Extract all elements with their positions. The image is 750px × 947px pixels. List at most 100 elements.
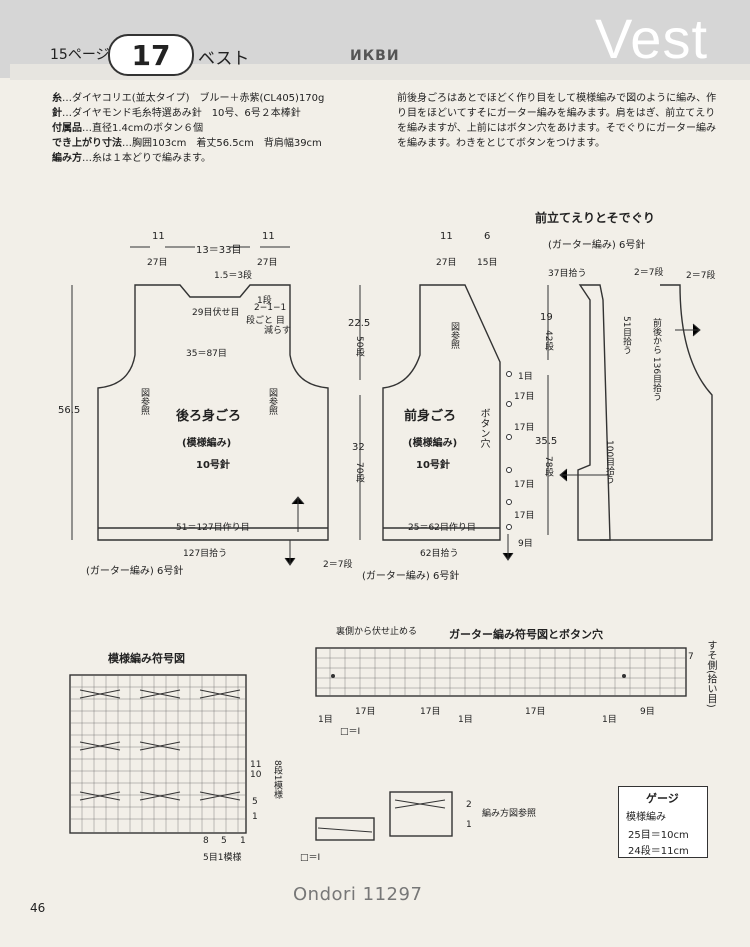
rows-8-note: 8段1模様 (272, 760, 282, 799)
bh-1: 1目 (518, 372, 533, 382)
back-ref-left: 図参照 (139, 388, 149, 415)
cross-row-1: 1 (466, 820, 472, 830)
instructions-text: 前後身ごろはあとでほどく作り目をして模様編みで図のように編み、作り目をほどいてす… (397, 93, 717, 149)
garter-count-3: 17目 (420, 707, 441, 717)
front-body-h: 32 (352, 442, 365, 453)
back-title: 後ろ身ごろ (176, 409, 242, 424)
front-placket-rows: 78段 (543, 456, 553, 477)
front-bottom-cast: 25＝62目作り目 (408, 523, 476, 533)
back-bottom-cast: 51＝127目作り目 (176, 523, 250, 533)
back-neck-dec: 1段 (257, 296, 272, 306)
hem-rows: 7 (688, 652, 694, 662)
row-num-11: 11 (250, 760, 262, 770)
band-outline (577, 284, 611, 541)
garter-count-6: 1目 (602, 715, 617, 725)
back-top-mid: 13＝33目 (196, 245, 242, 256)
garter-chart-grid (315, 647, 687, 697)
pattern-number-badge: 17 (108, 34, 194, 76)
sts-5-note: 5目1模様 (203, 853, 242, 863)
back-neck-dec3: 段ごと 目 (246, 316, 285, 326)
materials-list: 糸…ダイヤコリエ(並太タイプ) ブルー＋赤紫(CL405)170g 針…ダイヤモ… (52, 91, 382, 166)
band-pick-51: 51目拾う (621, 316, 631, 355)
back-needle: 10号針 (196, 460, 230, 471)
band-pick-37: 37目拾う (548, 269, 587, 279)
col-num-1: 1 (240, 836, 246, 846)
garter-chart-title: ガーター編み符号図とボタン穴 (449, 628, 603, 641)
spec-needle: 針…ダイヤモンド毛糸特選あみ針 10号、6号２本棒針 (52, 108, 301, 119)
gauge-line2: 24段＝11cm (628, 846, 689, 857)
back-neck-dec2: 2−1−1 (254, 303, 287, 313)
spec-yarn: 糸…ダイヤコリエ(並太タイプ) ブルー＋赤紫(CL405)170g (52, 93, 325, 104)
front-armhole-h: 22.5 (348, 318, 371, 329)
front-top-left-sts: 27目 (436, 258, 457, 268)
header-band (10, 64, 750, 80)
back-garter: (ガーター編み) 6号針 (86, 566, 184, 577)
front-armhole-rows: 50段 (354, 336, 364, 357)
spec-method: 編み方…糸は１本どりで編みます。 (52, 153, 211, 164)
garter-count-2: 17目 (355, 707, 376, 717)
front-body-rows: 70段 (354, 462, 364, 483)
cross-note: 編み方図参照 (482, 809, 537, 819)
buttonholes (506, 371, 512, 530)
brand-label: ИКВИ (350, 48, 400, 64)
back-neck-bindoff: 29目伏せ目 (192, 308, 240, 318)
garter-count-7: 9目 (640, 707, 655, 717)
front-title: 前身ごろ (404, 409, 457, 424)
vest-title: Vest (595, 7, 708, 70)
gauge-pattern: 模様編み (626, 812, 666, 823)
bh-17b: 17目 (514, 423, 535, 433)
pattern-chart-grid (69, 674, 247, 834)
front-bottom-pick: 62目拾う (420, 549, 459, 559)
row-num-5: 5 (252, 797, 258, 807)
pattern-chart-title: 模様編み符号図 (108, 652, 185, 665)
front-garter: (ガーター編み) 6号針 (362, 571, 460, 582)
back-pattern: (模様編み) (182, 438, 232, 449)
front-ref: 図参照 (449, 322, 459, 349)
row-num-10: 10 (250, 770, 262, 780)
page-ref: 15ページ (50, 47, 110, 63)
back-top-left-sts: 27目 (147, 258, 168, 268)
back-top-left-cm: 11 (152, 231, 165, 242)
back-top-right-sts: 27目 (257, 258, 278, 268)
gauge-box (618, 786, 708, 858)
gauge-line1: 25目＝10cm (628, 830, 689, 841)
bh-17c: 17目 (514, 480, 535, 490)
front-top-left-cm: 11 (440, 231, 453, 242)
back-height: 56.5 (58, 405, 81, 416)
back-top-right-cm: 11 (262, 231, 275, 242)
legend-1: □＝Ⅰ (340, 727, 361, 737)
legend-2: □＝Ⅰ (300, 853, 321, 863)
front-buttonhole: ボタン穴 (478, 408, 489, 448)
band-subtitle: (ガーター編み) 6号針 (548, 240, 646, 251)
pattern-title: ベスト (198, 49, 250, 69)
band-rows-right: 2＝7段 (686, 271, 716, 281)
bindoff-note: 裏側から伏せ止める (336, 627, 418, 637)
back-width-mid: 35＝87目 (186, 349, 227, 359)
col-num-5: 5 (221, 836, 227, 846)
garter-count-5: 17目 (525, 707, 546, 717)
band-title: 前立てえりとそでぐり (535, 211, 655, 225)
front-placket-h: 35.5 (535, 436, 558, 447)
garter-count-1: 1目 (318, 715, 333, 725)
front-front-h: 19 (540, 312, 553, 323)
back-neck-dec4: 減らす (264, 326, 291, 336)
spec-size: でき上がり寸法…胸囲103cm 着丈56.5cm 背肩幅39cm (52, 138, 322, 149)
row-num-1: 1 (252, 812, 258, 822)
back-bottom-pick: 127目拾う (183, 549, 228, 559)
gauge-title: ゲージ (646, 792, 679, 805)
band-rows-left: 2＝7段 (634, 268, 664, 278)
band-pick-136: 前後から 136目拾う (651, 318, 661, 402)
footer-source: Ondori 11297 (293, 884, 423, 905)
front-top-right-sts: 15目 (477, 258, 498, 268)
col-num-8: 8 (203, 836, 209, 846)
front-top-right-cm: 6 (484, 231, 491, 242)
back-piece-outline (97, 284, 329, 541)
front-piece-outline (382, 284, 501, 541)
bh-17d: 17目 (514, 511, 535, 521)
back-ref-right: 図参照 (267, 388, 277, 415)
front-hem-rows: 2＝7段 (323, 560, 353, 570)
bh-9: 9目 (518, 539, 533, 549)
back-neck-rows: 1.5＝3段 (214, 271, 253, 281)
spec-notions: 付属品…直径1.4cmのボタン６個 (52, 123, 204, 134)
